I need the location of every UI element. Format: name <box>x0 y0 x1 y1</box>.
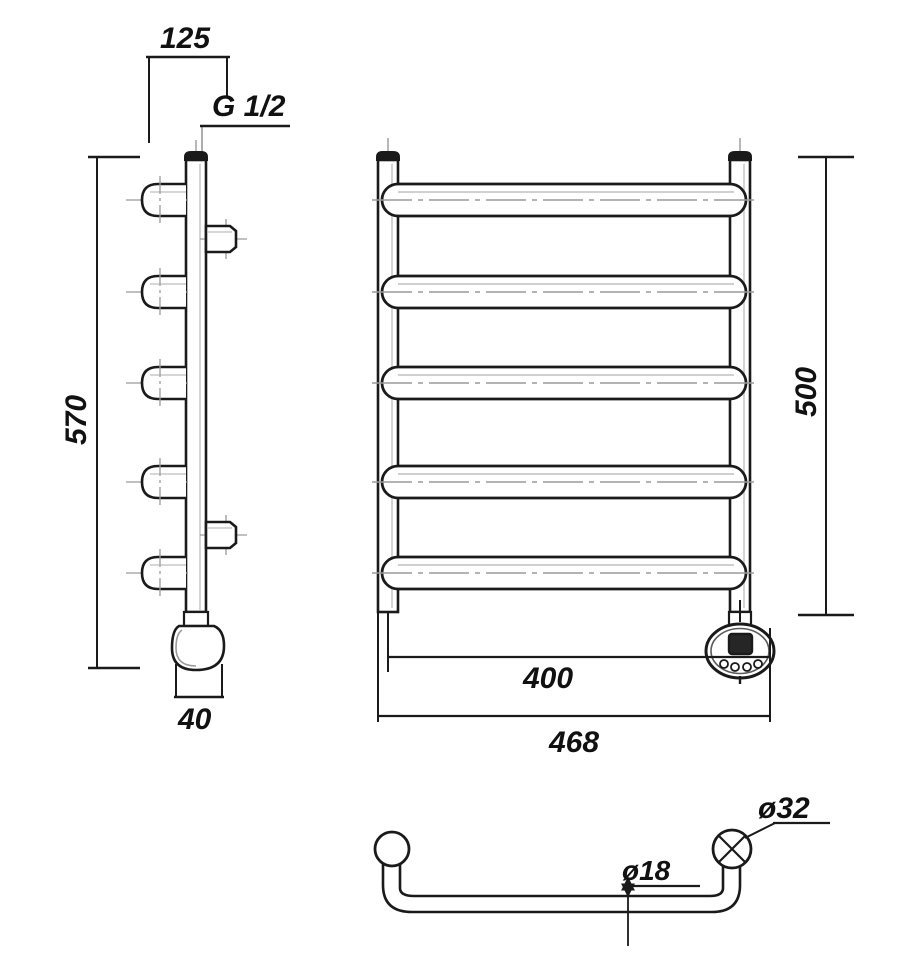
dimension-label-468: 468 <box>548 726 599 759</box>
side-rung-1 <box>126 176 190 226</box>
side-fitting-lower-body <box>204 520 238 550</box>
side-rung-3 <box>126 359 190 409</box>
side-thermostat <box>170 610 226 672</box>
side-view <box>126 140 250 672</box>
crossed-circle-slash-2 <box>718 835 746 863</box>
front-view <box>372 138 776 684</box>
dimension-label-d18: ø18 <box>622 855 671 886</box>
side-rung-2-tube <box>140 274 186 310</box>
front-rung-4 <box>372 464 758 500</box>
front-rung-1 <box>372 182 758 218</box>
thermostat-button-2[interactable] <box>730 662 740 672</box>
side-thermostat-body <box>170 624 226 672</box>
front-rung-3 <box>372 365 758 401</box>
plan-tube-inner <box>398 850 725 898</box>
thread-label: G 1/2 <box>212 90 286 123</box>
dimension-400: 400 <box>387 600 770 695</box>
side-thermostat-body-inner <box>175 629 197 667</box>
plan-end-plain-circle <box>373 830 411 868</box>
dimension-label-d32: ø32 <box>758 792 810 825</box>
dimension-40: 40 <box>174 664 224 736</box>
side-rung-1-tube <box>140 182 186 218</box>
front-left-post-cap <box>376 151 400 161</box>
dimension-125: 125 <box>146 22 230 143</box>
thermostat-button-1[interactable] <box>719 659 729 669</box>
front-rung-2 <box>372 274 758 310</box>
callout-d18: ø18 <box>621 855 700 946</box>
side-riser-cap <box>184 151 208 161</box>
plan-tube-outer <box>381 850 742 914</box>
dimension-570: 570 <box>60 155 140 670</box>
d32-leader-diagonal <box>744 822 776 839</box>
dimension-468: 468 <box>377 612 771 759</box>
thermostat-button-3[interactable] <box>742 662 752 672</box>
thread-callout-g12: G 1/2 <box>200 90 290 160</box>
side-rung-4-tube <box>140 464 186 500</box>
dimension-label-125: 125 <box>160 22 211 55</box>
side-rung-3-tube <box>140 365 186 401</box>
callout-d32: ø32 <box>744 792 830 839</box>
side-riser-pipe <box>184 158 208 614</box>
thermostat-button-4[interactable] <box>753 659 763 669</box>
lcd-display <box>727 632 754 656</box>
side-thermostat-neck <box>182 610 210 628</box>
side-rung-5 <box>126 549 190 599</box>
side-rung-2 <box>126 268 190 318</box>
dimension-label-570: 570 <box>60 395 93 445</box>
front-thermostat[interactable] <box>704 610 776 684</box>
side-fitting-upper <box>200 219 250 259</box>
dimension-label-500: 500 <box>790 367 823 417</box>
front-right-post-cap <box>728 151 752 161</box>
dimension-500: 500 <box>790 155 854 617</box>
dimension-label-400: 400 <box>522 662 573 695</box>
side-fitting-lower <box>200 515 250 555</box>
front-rung-5 <box>372 555 758 591</box>
plan-view: ø32 ø18 <box>373 792 830 946</box>
plan-end-crossed-circle <box>711 828 753 870</box>
side-rung-4 <box>126 458 190 508</box>
dimension-label-40: 40 <box>177 703 212 736</box>
side-rung-5-tube <box>140 555 186 591</box>
side-fitting-upper-body <box>204 224 238 254</box>
